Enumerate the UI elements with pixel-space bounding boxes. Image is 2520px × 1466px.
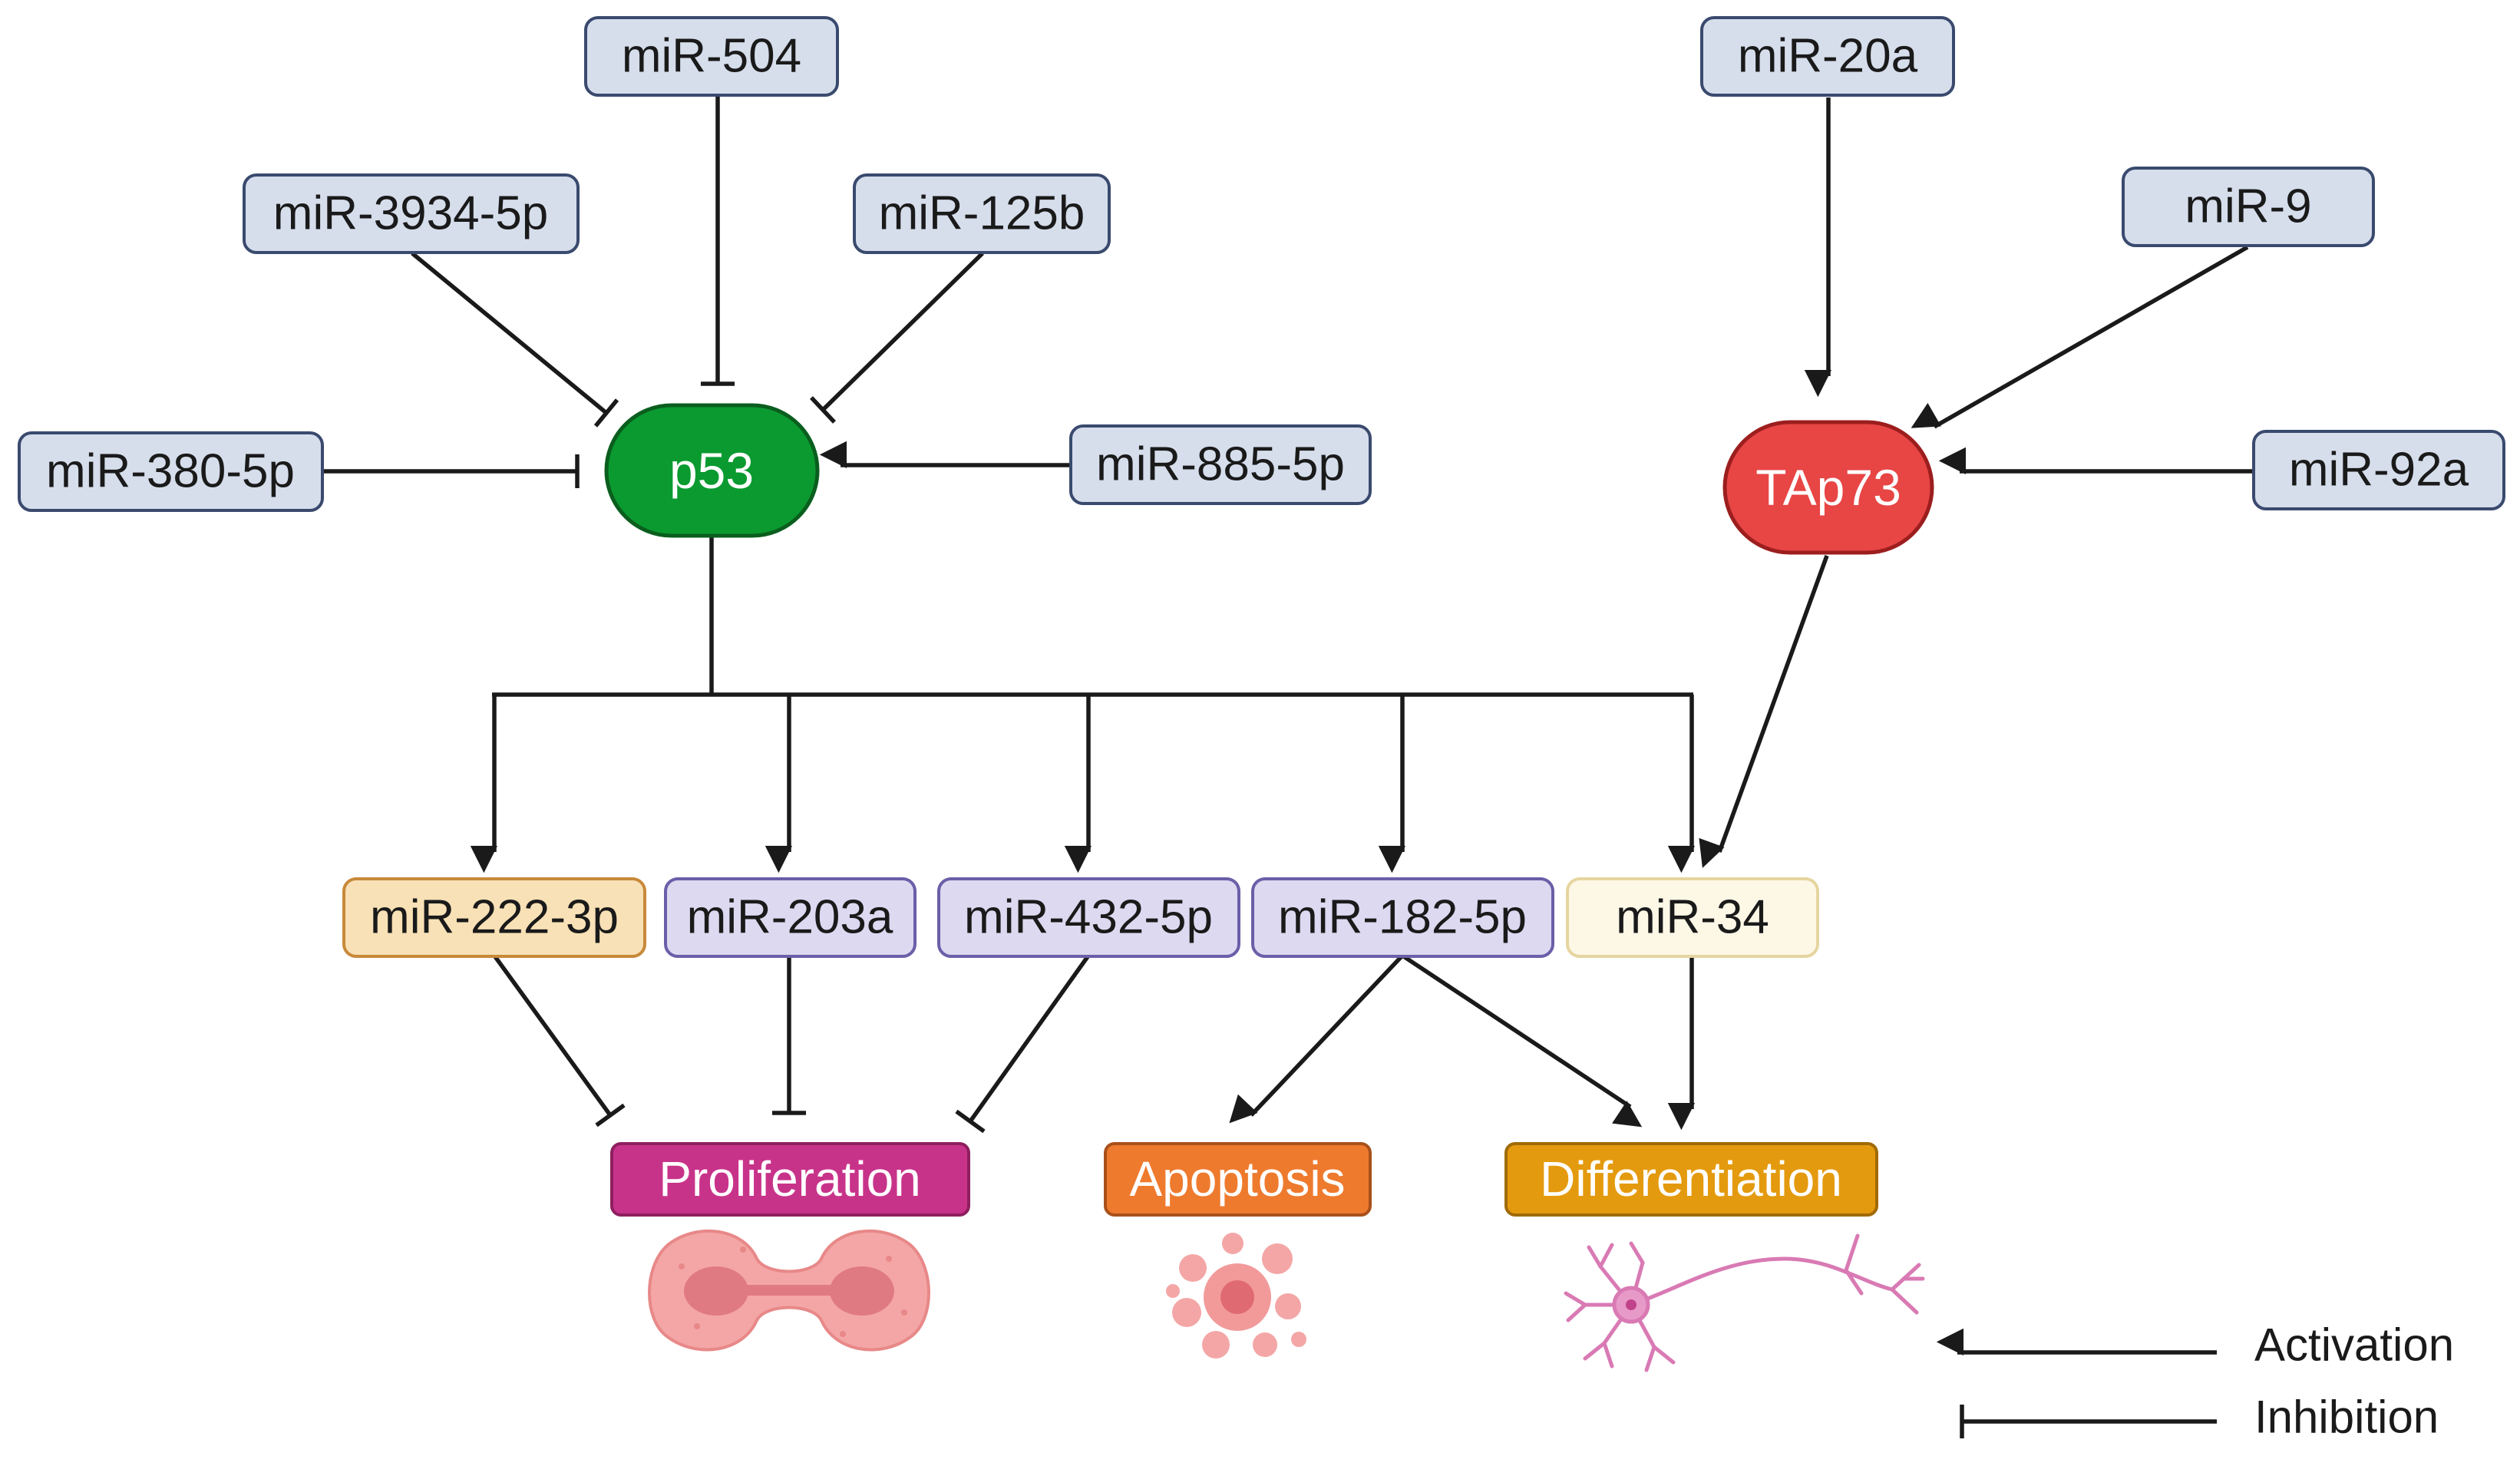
- edge-mir432-inhibits-proliferation: [968, 954, 1091, 1123]
- node-label: miR-182-5p: [1278, 891, 1527, 944]
- edge-mir182-activates-differentiation: [1401, 953, 1643, 1128]
- edge-tbar: [955, 1109, 986, 1134]
- outcomes: Proliferation Apoptosis Differentiation: [610, 1142, 1878, 1217]
- node-mir-504[interactable]: miR-504: [584, 16, 839, 97]
- target-mirnas: miR-222-3p miR-203a miR-432-5p miR-182-5…: [342, 877, 1819, 958]
- edge-mir3934-inhibits-p53: [411, 251, 608, 415]
- node-label: miR-222-3p: [370, 891, 619, 944]
- node-mir-203a[interactable]: miR-203a: [664, 877, 917, 958]
- node-p53[interactable]: p53: [604, 403, 820, 538]
- node-label: TAp73: [1755, 459, 1901, 516]
- edge-tbar: [593, 398, 619, 428]
- upstream-mirnas: miR-504 miR-3934-5p miR-125b miR-380-5p …: [18, 16, 2505, 512]
- node-label: p53: [669, 442, 754, 499]
- legend-inhibition-label: Inhibition: [2254, 1392, 2439, 1443]
- node-label: miR-203a: [687, 891, 893, 944]
- outcome-label: Apoptosis: [1129, 1151, 1345, 1207]
- legend-activation-label: Activation: [2254, 1319, 2454, 1371]
- node-label: miR-380-5p: [46, 445, 295, 498]
- node-mir-885-5p[interactable]: miR-885-5p: [1069, 424, 1372, 505]
- node-label: miR-125b: [879, 187, 1085, 240]
- edge-mir9-activates-tap73: [1911, 245, 2249, 429]
- outcome-proliferation[interactable]: Proliferation: [610, 1142, 970, 1217]
- outcome-label: Proliferation: [659, 1151, 921, 1207]
- legend: Activation Inhibition: [1936, 1319, 2454, 1443]
- outcome-label: Differentiation: [1540, 1151, 1842, 1207]
- node-mir-182-5p[interactable]: miR-182-5p: [1251, 877, 1554, 958]
- outcome-apoptosis[interactable]: Apoptosis: [1104, 1142, 1372, 1217]
- node-label: miR-885-5p: [1096, 438, 1345, 491]
- node-mir-380-5p[interactable]: miR-380-5p: [18, 431, 324, 512]
- node-label: miR-9: [2185, 180, 2311, 233]
- edge-tbar: [809, 396, 837, 424]
- node-label: miR-3934-5p: [273, 187, 548, 240]
- edge-tap73-activates-mir34: [1699, 555, 1829, 868]
- node-mir-432-5p[interactable]: miR-432-5p: [937, 877, 1240, 958]
- node-label: miR-504: [622, 30, 801, 83]
- edge-mir222-inhibits-proliferation: [492, 954, 613, 1117]
- node-label: miR-432-5p: [964, 891, 1213, 944]
- node-mir-92a[interactable]: miR-92a: [2252, 430, 2505, 510]
- node-mir-3934-5p[interactable]: miR-3934-5p: [243, 173, 580, 254]
- dividing-cell-icon: [648, 1229, 930, 1352]
- edge-mir125b-inhibits-p53: [821, 252, 984, 411]
- apoptotic-cell-icon: [1166, 1233, 1306, 1359]
- node-label: miR-92a: [2289, 444, 2469, 497]
- node-mir-9[interactable]: miR-9: [2122, 167, 2375, 247]
- node-mir-125b[interactable]: miR-125b: [853, 173, 1111, 254]
- edge-mir182-activates-apoptosis: [1229, 954, 1404, 1124]
- node-label: miR-20a: [1738, 30, 1918, 83]
- edge-tbar: [595, 1103, 626, 1128]
- outcome-differentiation[interactable]: Differentiation: [1504, 1142, 1878, 1217]
- node-mir-34[interactable]: miR-34: [1566, 877, 1819, 958]
- node-mir-222-3p[interactable]: miR-222-3p: [342, 877, 646, 958]
- node-tap73[interactable]: TAp73: [1722, 420, 1934, 555]
- neuron-icon: [1564, 1233, 1925, 1372]
- node-label: miR-34: [1616, 891, 1769, 944]
- edges: [324, 95, 2254, 1134]
- node-mir-20a[interactable]: miR-20a: [1700, 16, 1955, 97]
